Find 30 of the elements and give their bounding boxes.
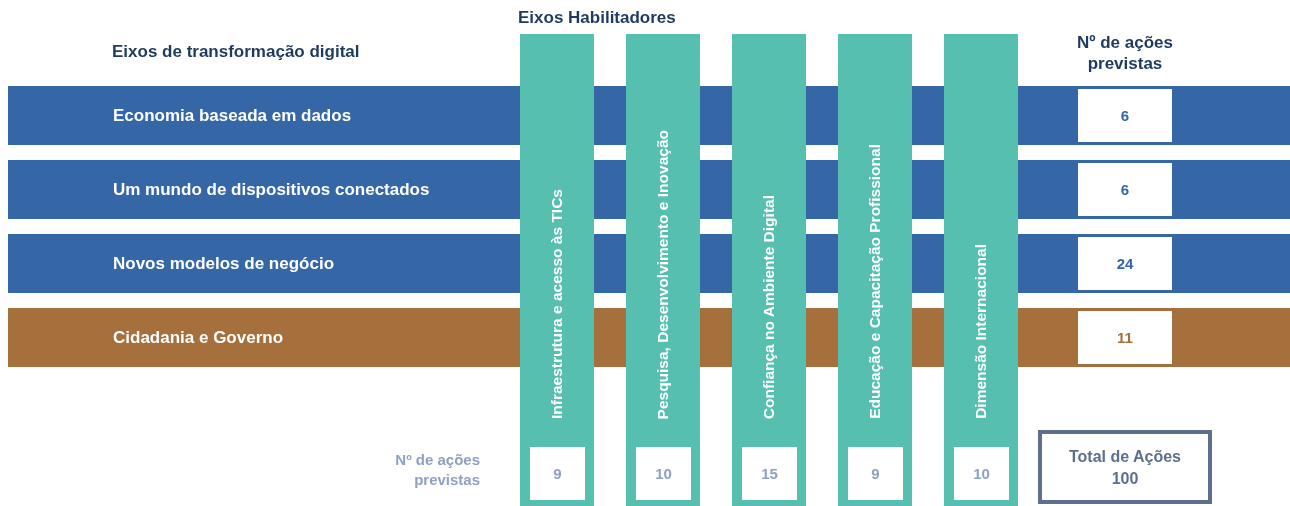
column-heading: Nº de ações previstas (1076, 32, 1174, 74)
band-label: Cidadania e Governo (113, 327, 284, 349)
heading: Eixos Habilitadores (518, 8, 676, 28)
action-count: 15 (742, 447, 797, 500)
enabler-column (944, 34, 1018, 506)
band-label: Novos modelos de negócio (113, 253, 335, 275)
row-heading: Nº de ações previstas (394, 450, 480, 490)
enabler-column (520, 34, 594, 506)
column-label: Confiança no Ambiente Digital (759, 194, 778, 419)
action-count: 9 (848, 447, 903, 500)
band-label: Um mundo de dispositivos conectados (113, 179, 430, 201)
total-box (1038, 430, 1212, 504)
action-count: 6 (1078, 89, 1172, 142)
action-count: 10 (636, 447, 691, 500)
band-label: Economia baseada em dados (113, 105, 352, 127)
action-count: 10 (954, 447, 1009, 500)
column-label: Infraestrutura e acesso às TICs (547, 188, 566, 419)
column-label: Pesquisa, Desenvolvimento e Inovação (653, 129, 672, 419)
action-count: 11 (1078, 311, 1172, 364)
column-label: Dimensão Internacional (971, 244, 990, 419)
total-text: Total de Ações (1068, 447, 1182, 467)
action-count: 9 (530, 447, 585, 500)
action-count: 6 (1078, 163, 1172, 216)
heading: Eixos de transformação digital (112, 42, 360, 62)
enabler-column (838, 34, 912, 506)
action-count: 24 (1078, 237, 1172, 290)
total-text: 100 (1110, 469, 1140, 489)
enabler-column (732, 34, 806, 506)
column-label: Educação e Capacitação Profissional (865, 144, 884, 419)
enabler-column (626, 34, 700, 506)
